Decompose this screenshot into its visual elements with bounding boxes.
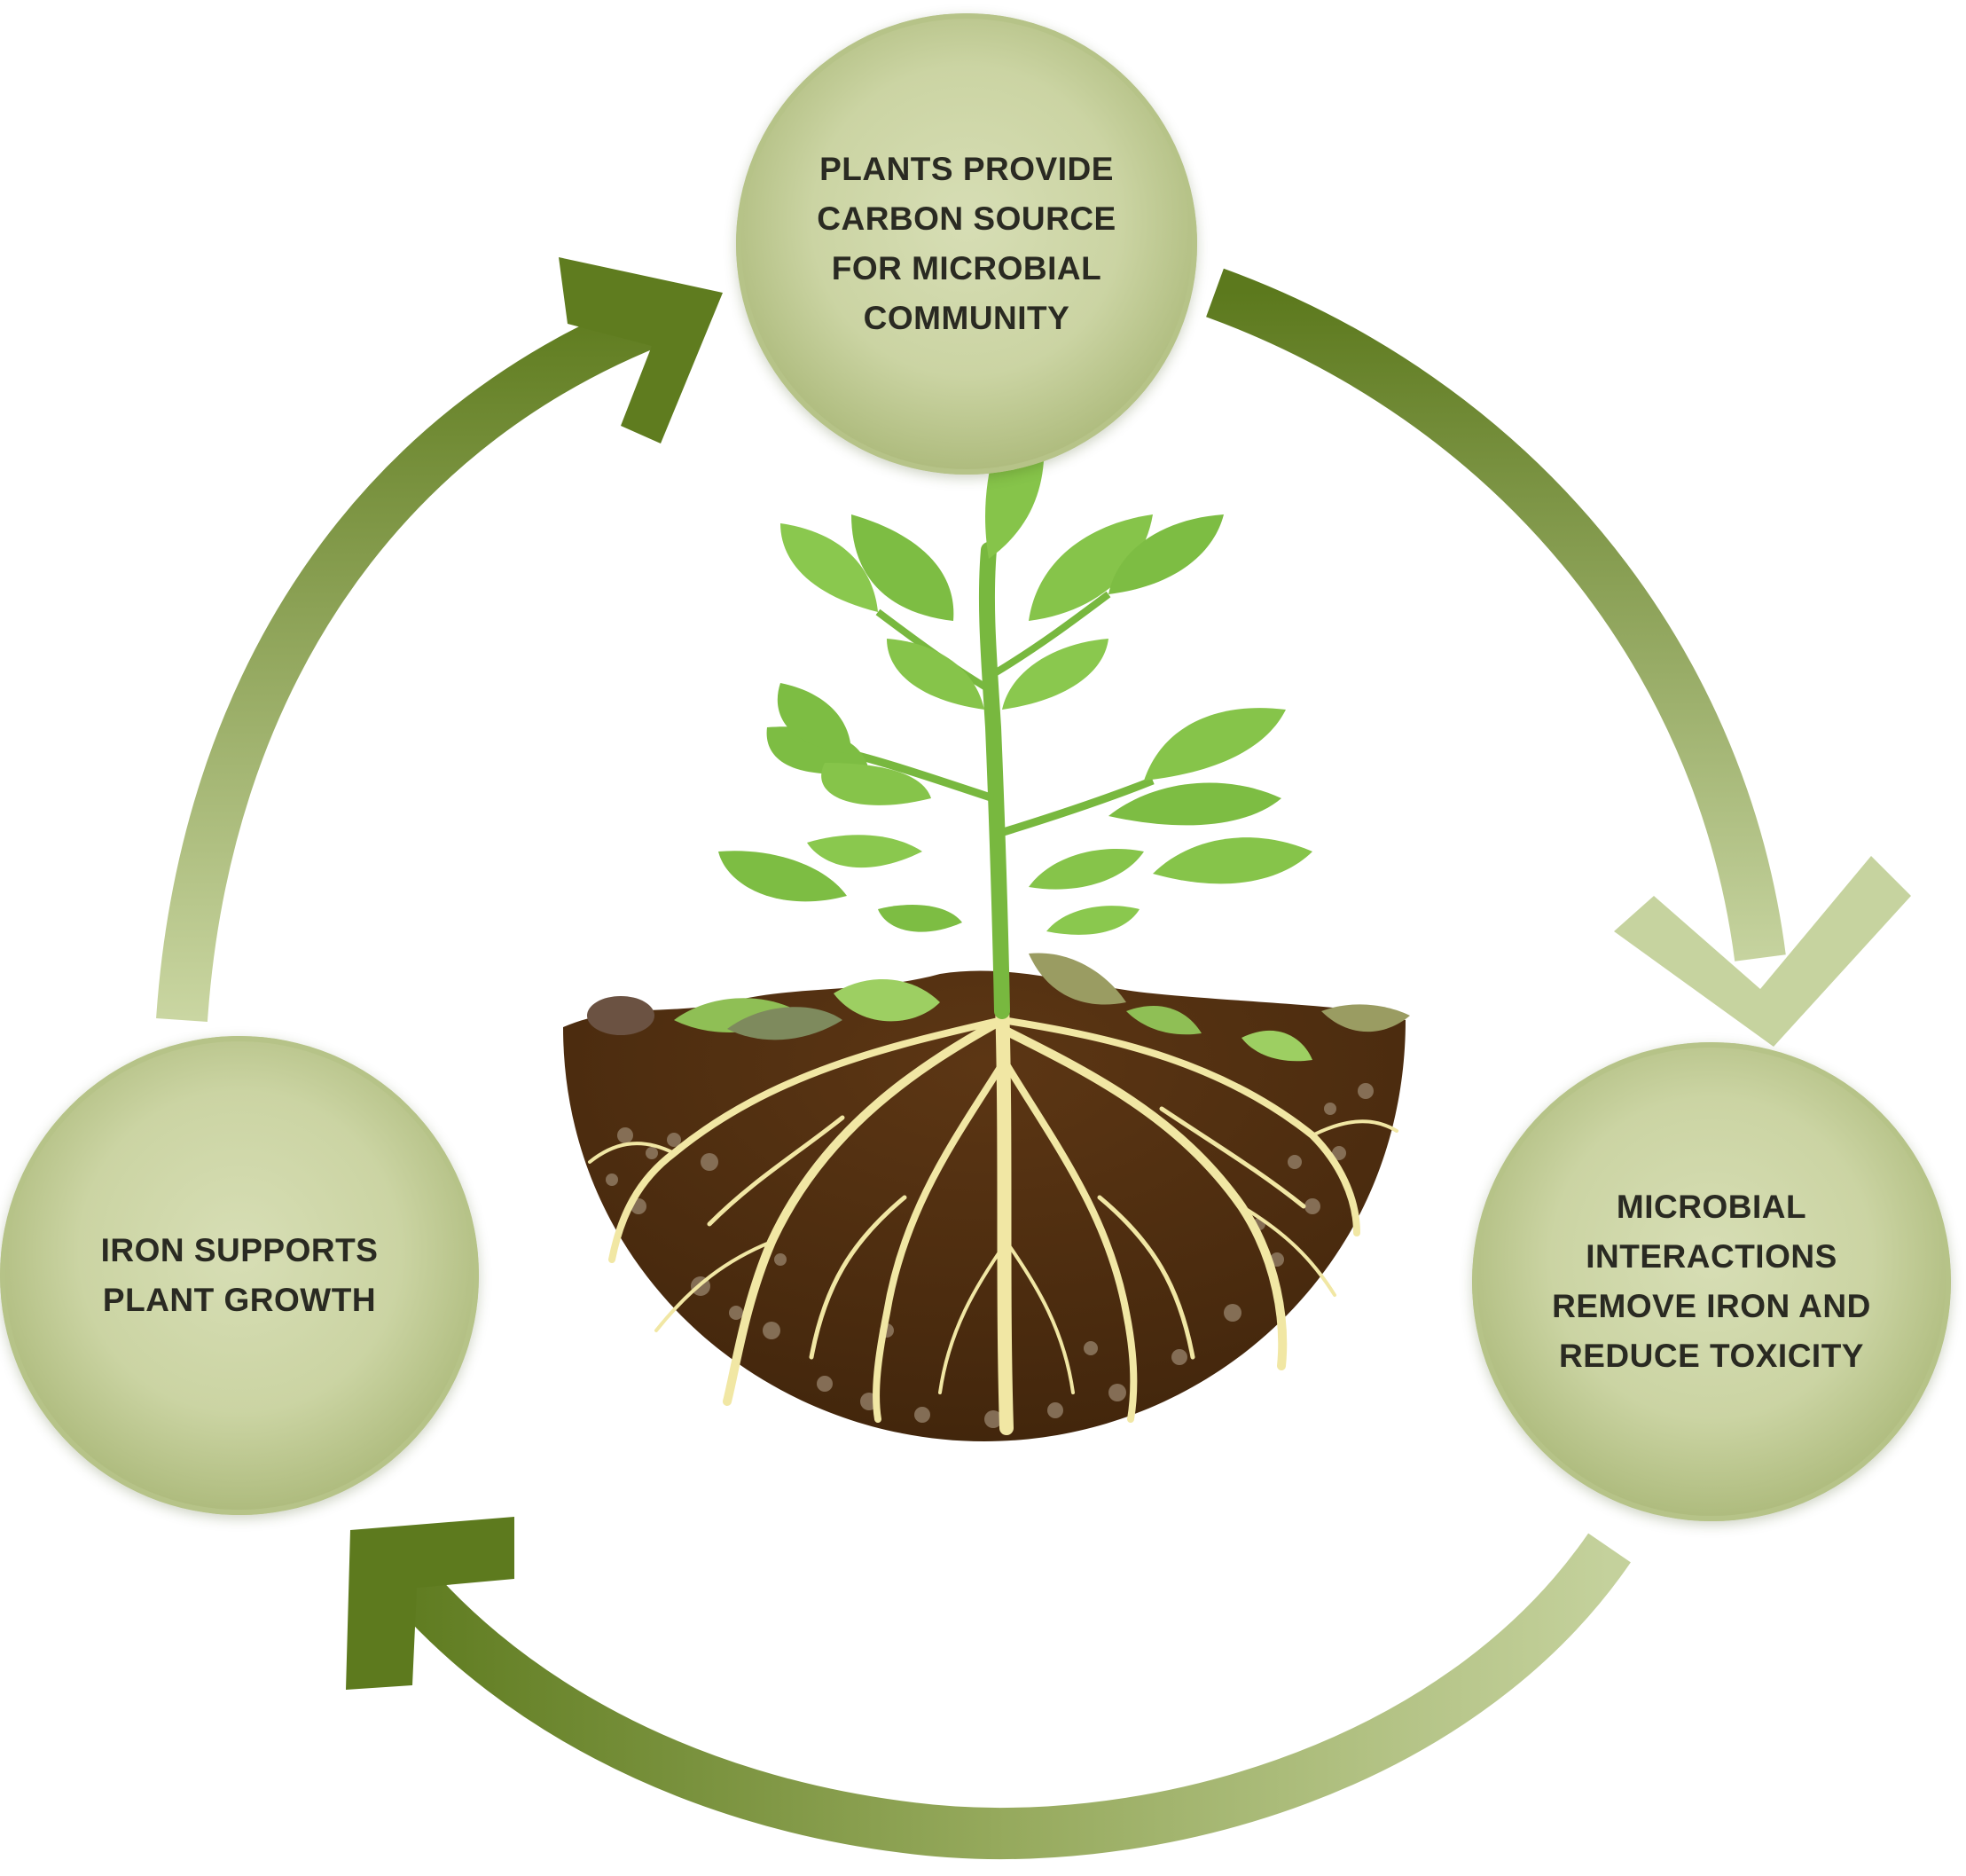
arrow-left-to-top [156,257,723,1022]
plant-illustration [718,373,1312,1019]
node-plants-provide-carbon: PLANTS PROVIDE CARBON SOURCE FOR MICROBI… [736,13,1197,475]
arrow-right-to-left [346,1517,1631,1859]
node-right-label: MICROBIAL INTERACTIONS REMOVE IRON AND R… [1552,1189,1871,1374]
node-microbial-interactions: MICROBIAL INTERACTIONS REMOVE IRON AND R… [1472,1042,1951,1521]
node-left-label: IRON SUPPORTS PLANT GROWTH [100,1232,379,1318]
node-iron-supports-growth: IRON SUPPORTS PLANT GROWTH [0,1036,479,1515]
node-top-label: PLANTS PROVIDE CARBON SOURCE FOR MICROBI… [817,151,1116,336]
arrow-top-to-right [1206,268,1911,1047]
roots-illustration [588,995,1398,1435]
